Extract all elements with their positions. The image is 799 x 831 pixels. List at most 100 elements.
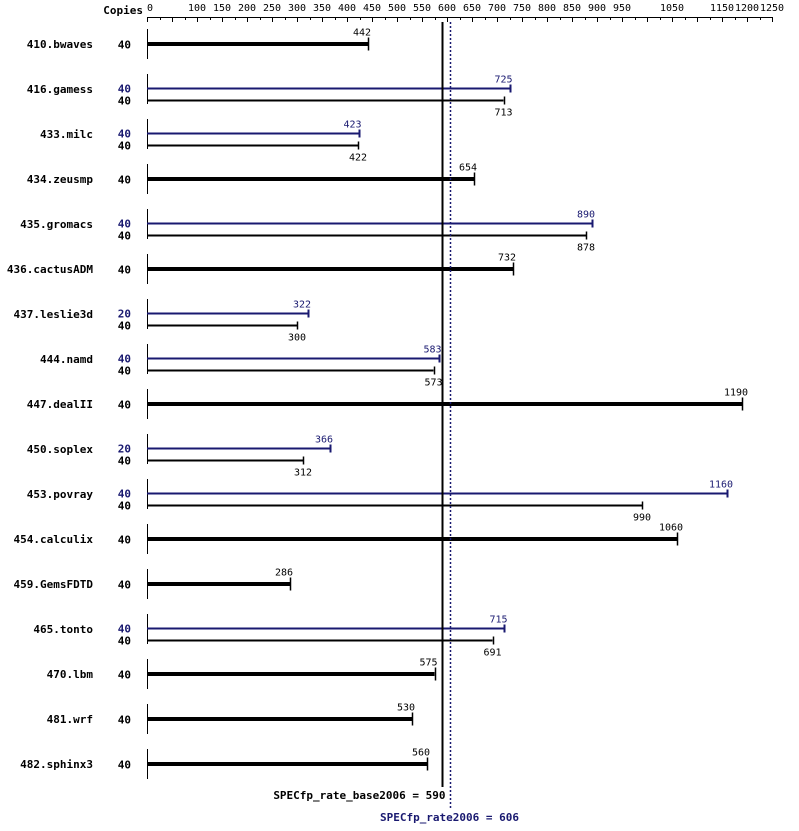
base-copies: 40	[118, 759, 131, 772]
peak-value-label: 1160	[709, 480, 733, 491]
base-bar	[147, 537, 677, 541]
base-bar	[147, 42, 368, 46]
base-bar	[147, 717, 412, 721]
base-value-label: 713	[494, 108, 512, 119]
peak-copies: 20	[118, 443, 131, 456]
benchmark-row: 447.dealII 40 1190	[27, 388, 748, 419]
peak-value-label: 423	[343, 120, 361, 131]
base-copies: 40	[118, 264, 131, 277]
x-tick-label: 450	[363, 3, 381, 14]
benchmark-name: 470.lbm	[47, 668, 94, 681]
base-value-label: 691	[483, 648, 501, 659]
base-copies: 40	[118, 230, 131, 243]
benchmark-name: 433.milc	[40, 128, 93, 141]
base-value-label: 1060	[659, 523, 683, 534]
base-copies: 40	[118, 140, 131, 153]
benchmark-row: 470.lbm 40 575	[47, 658, 438, 689]
x-tick-label: 1200	[735, 3, 759, 14]
base-value-label: 575	[419, 658, 437, 669]
base-value-label: 560	[412, 748, 430, 759]
peak-value-label: 890	[577, 210, 595, 221]
base-copies: 40	[118, 500, 131, 513]
peak-value-label: 366	[315, 435, 333, 446]
x-tick-label: 600	[438, 3, 456, 14]
base-copies: 40	[118, 365, 131, 378]
benchmark-name: 454.calculix	[14, 533, 94, 546]
x-tick-label: 250	[263, 3, 281, 14]
benchmark-name: 437.leslie3d	[14, 308, 93, 321]
benchmark-name: 450.soplex	[27, 443, 94, 456]
base-copies: 40	[118, 95, 131, 108]
benchmark-name: 416.gamess	[27, 83, 93, 96]
x-tick-label: 150	[213, 3, 231, 14]
base-value-label: 732	[498, 253, 516, 264]
base-copies: 40	[118, 669, 131, 682]
base-bar	[147, 582, 290, 586]
benchmark-row: 436.cactusADM 40 732	[7, 253, 516, 284]
base-copies: 40	[118, 635, 131, 648]
x-tick-label: 500	[388, 3, 406, 14]
benchmark-row: 482.sphinx3 40 560	[20, 748, 430, 779]
copies-header: Copies	[103, 4, 143, 17]
benchmark-name: 447.dealII	[27, 398, 93, 411]
base-bar	[147, 672, 435, 676]
x-tick-label: 950	[613, 3, 631, 14]
peak-value-label: 322	[293, 300, 311, 311]
x-tick-label: 1050	[660, 3, 684, 14]
benchmark-row: 454.calculix 40 1060	[14, 523, 683, 554]
peak-value-label: 725	[494, 75, 512, 86]
x-tick-label: 850	[563, 3, 581, 14]
x-tick-label: 350	[313, 3, 331, 14]
peak-copies: 40	[118, 218, 131, 231]
peak-copies: 40	[118, 128, 131, 141]
peak-copies: 40	[118, 353, 131, 366]
base-copies: 40	[118, 399, 131, 412]
x-tick-label: 1150	[710, 3, 734, 14]
x-tick-label: 650	[463, 3, 481, 14]
x-tick-label: 0	[147, 3, 153, 14]
peak-copies: 20	[118, 308, 131, 321]
peak-reference-label: SPECfp_rate2006 = 606	[380, 811, 519, 824]
base-value-label: 442	[353, 28, 371, 39]
base-value-label: 530	[397, 703, 415, 714]
base-value-label: 312	[294, 468, 312, 479]
x-tick-label: 200	[238, 3, 256, 14]
peak-copies: 40	[118, 623, 131, 636]
x-tick-label: 400	[338, 3, 356, 14]
benchmark-name: 482.sphinx3	[20, 758, 93, 771]
base-reference-label: SPECfp_rate_base2006 = 590	[273, 789, 445, 802]
x-tick-label: 1250	[760, 3, 784, 14]
base-copies: 40	[118, 455, 131, 468]
base-copies: 40	[118, 534, 131, 547]
x-tick-label: 800	[538, 3, 556, 14]
peak-copies: 40	[118, 83, 131, 96]
benchmark-name: 444.namd	[40, 353, 93, 366]
benchmark-name: 465.tonto	[33, 623, 93, 636]
benchmark-name: 481.wrf	[47, 713, 93, 726]
benchmark-name: 436.cactusADM	[7, 263, 93, 276]
base-copies: 40	[118, 320, 131, 333]
base-value-label: 573	[424, 378, 442, 389]
base-value-label: 300	[288, 333, 306, 344]
peak-copies: 40	[118, 488, 131, 501]
base-value-label: 1190	[724, 388, 748, 399]
base-bar	[147, 177, 474, 181]
benchmark-name: 435.gromacs	[20, 218, 93, 231]
x-tick-label: 300	[288, 3, 306, 14]
base-copies: 40	[118, 174, 131, 187]
reference-lines: SPECfp_rate_base2006 = 590SPECfp_rate200…	[273, 22, 519, 824]
benchmark-name: 453.povray	[27, 488, 94, 501]
